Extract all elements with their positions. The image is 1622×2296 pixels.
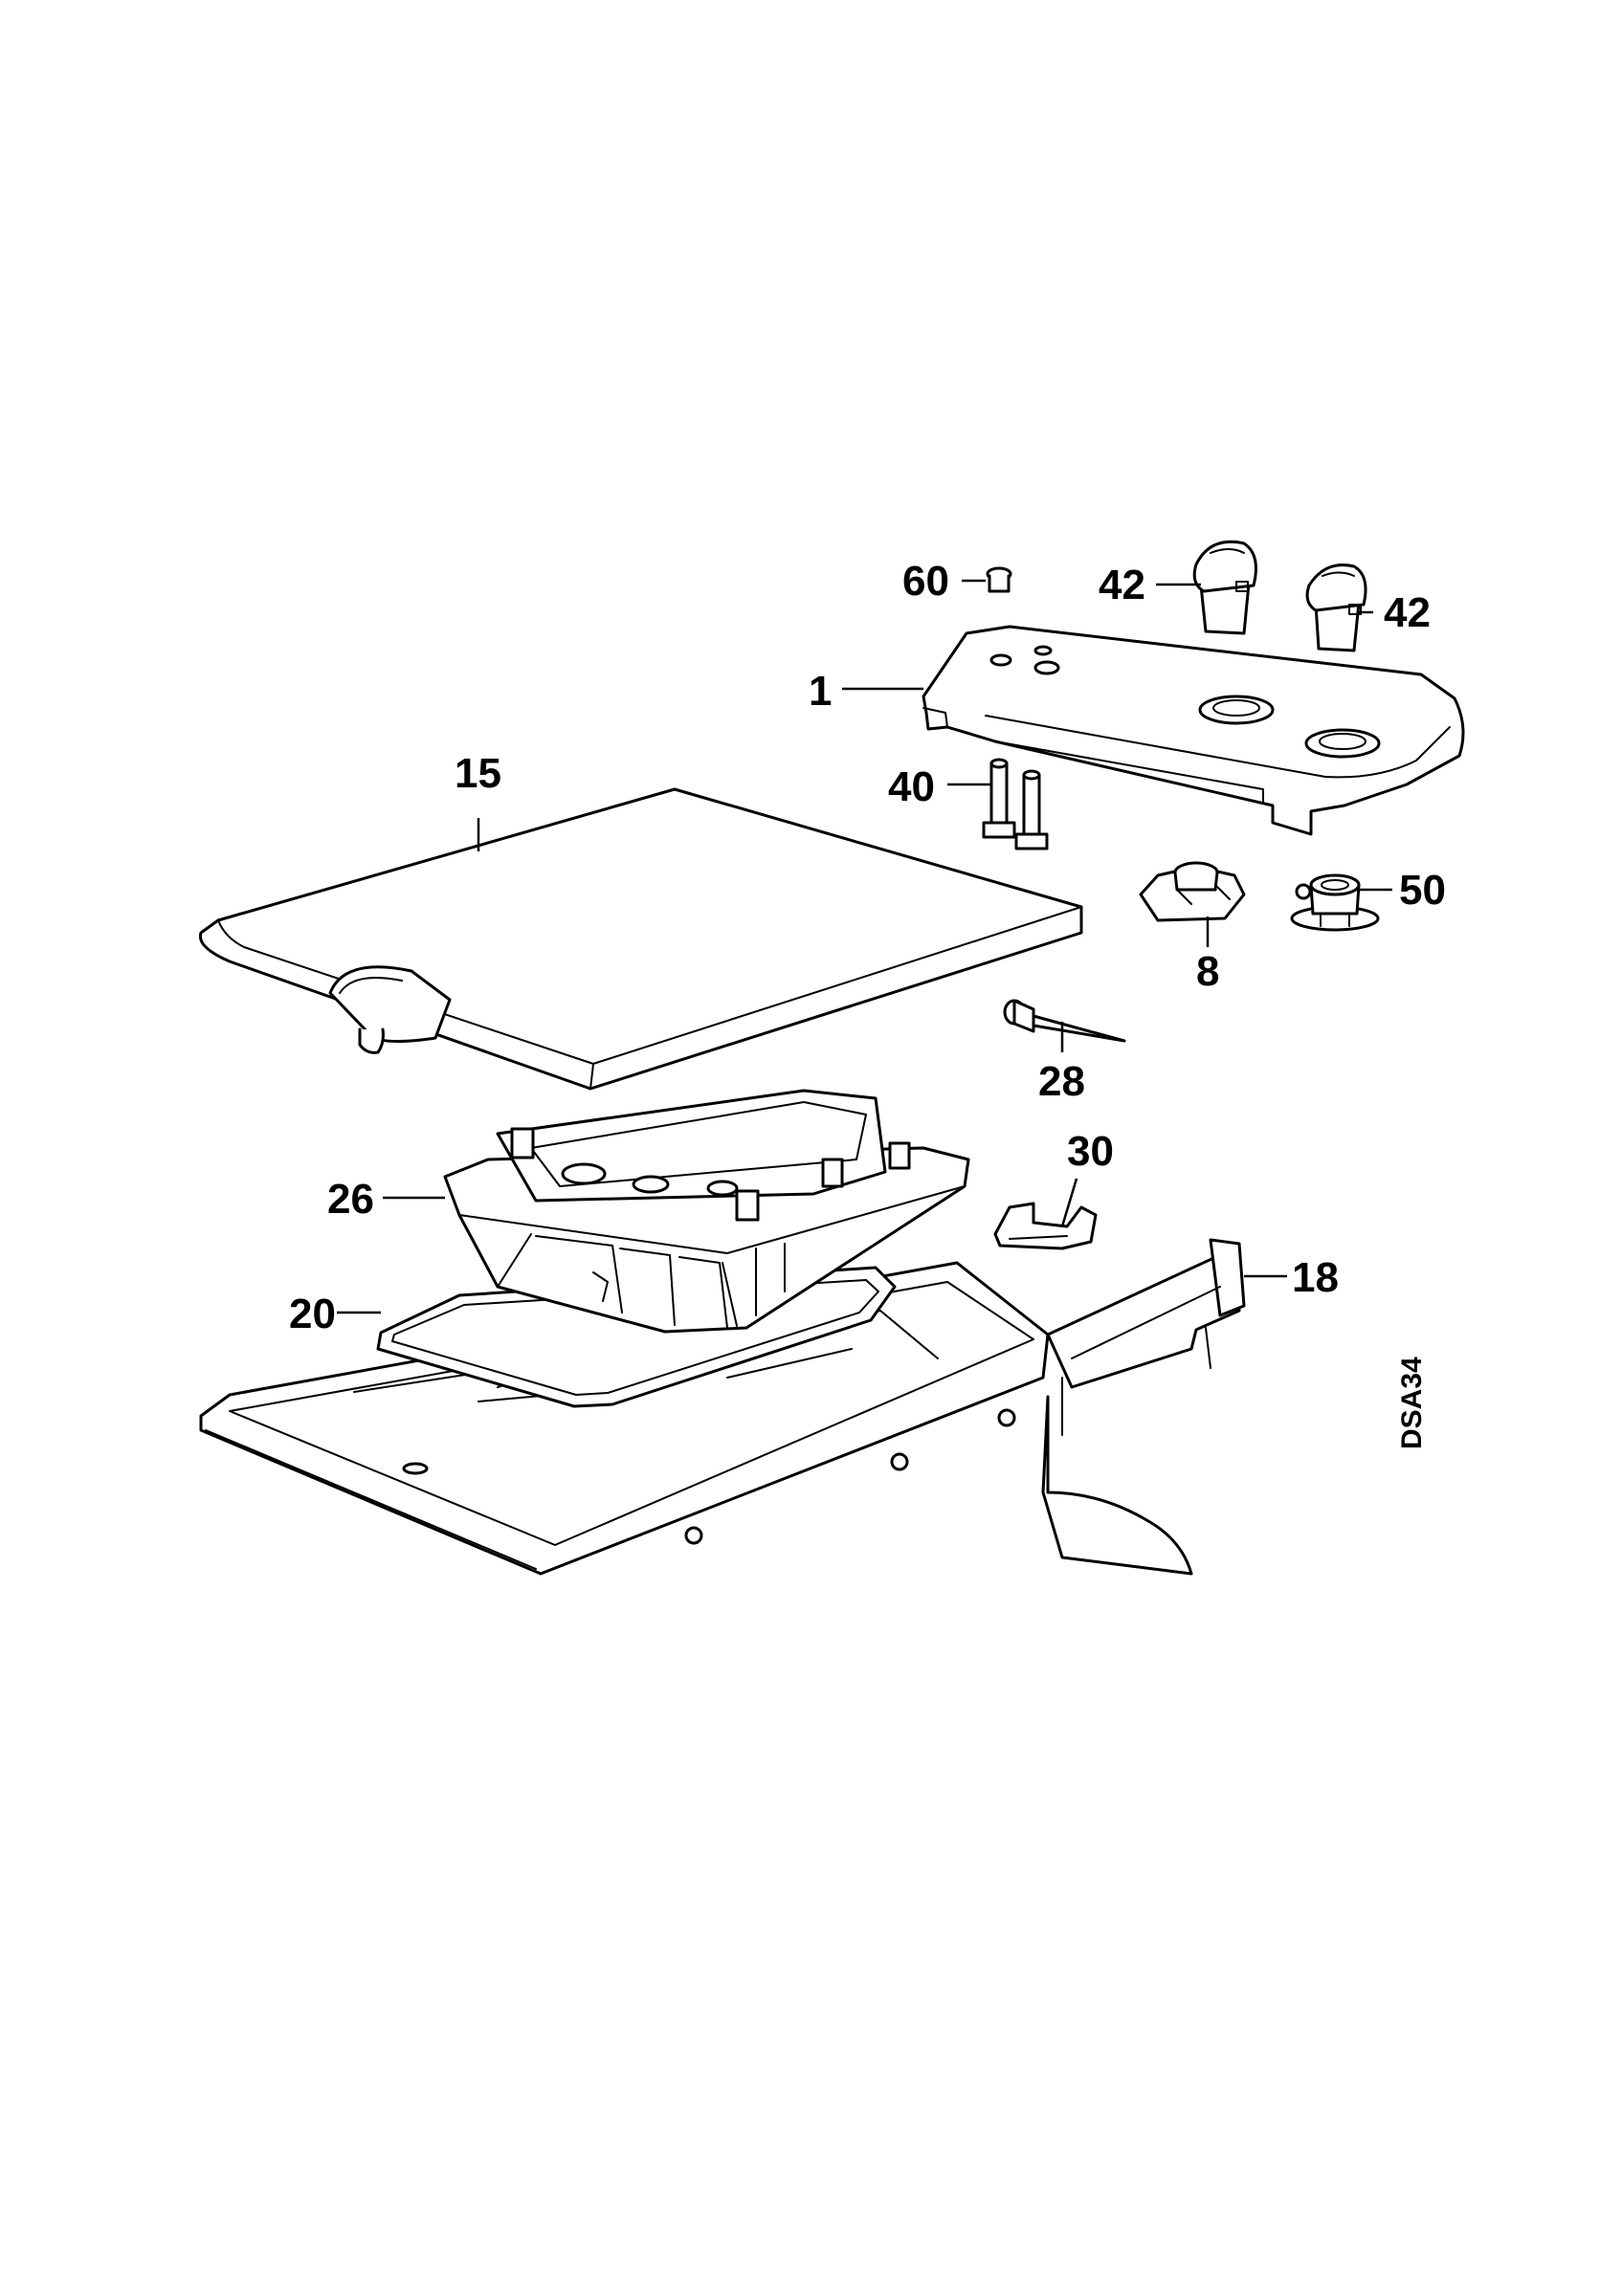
part-60-button (986, 566, 1012, 593)
callout-40: 40 (888, 763, 935, 810)
part-28-pin (1003, 999, 1126, 1043)
part-1-control-panel (922, 625, 1465, 836)
callout-42-left: 42 (1099, 562, 1145, 608)
part-40-pins (982, 758, 1049, 850)
part-26-dispenser-drawer (443, 1089, 970, 1334)
part-50-selector-part (1290, 873, 1380, 932)
callout-30: 30 (1067, 1128, 1114, 1175)
callout-18: 18 (1292, 1254, 1339, 1301)
part-42-knob-left (1192, 540, 1257, 635)
part-8-selector (1139, 861, 1246, 922)
callout-1: 1 (809, 668, 832, 715)
leader-lines (337, 579, 1392, 1314)
callout-26: 26 (327, 1176, 374, 1223)
callout-labels: 60 42 42 1 15 40 50 8 28 30 26 18 20 (289, 558, 1446, 1337)
callout-28: 28 (1038, 1058, 1085, 1105)
callout-60: 60 (902, 558, 949, 605)
callout-15: 15 (455, 750, 501, 797)
part-42-knob-right (1305, 563, 1367, 652)
callout-42-right: 42 (1384, 589, 1431, 636)
callout-50: 50 (1399, 867, 1446, 914)
drawing-code: DSA34 (1396, 1357, 1428, 1449)
part-15-lid (198, 787, 1083, 1091)
part-18-rear-rail (1041, 1238, 1246, 1576)
part-30-clip (993, 1202, 1098, 1250)
callout-8: 8 (1196, 948, 1219, 995)
callout-20: 20 (289, 1291, 336, 1337)
